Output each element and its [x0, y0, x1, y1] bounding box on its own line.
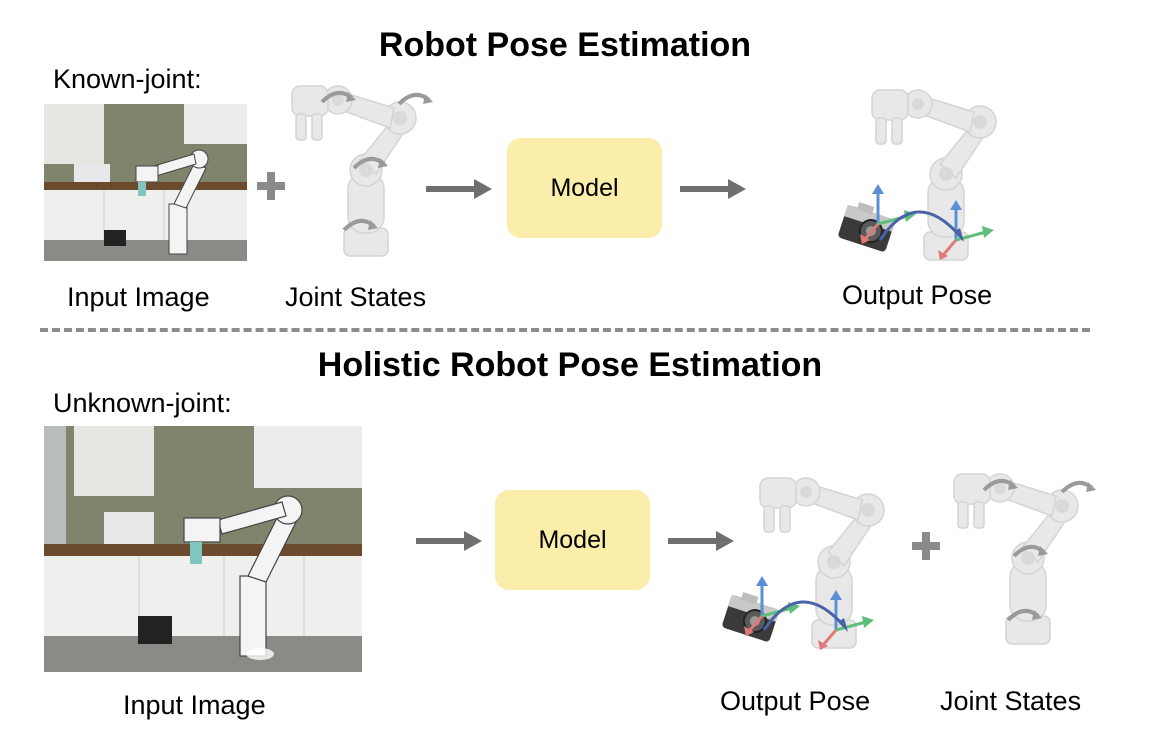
top-subtitle: Known-joint:	[53, 64, 202, 94]
top-rotation-arrow-icon	[350, 152, 390, 176]
top-model-box: Model	[507, 138, 662, 238]
bottom-arrow-icon	[668, 530, 734, 552]
bottom-plus-icon	[912, 532, 940, 560]
bottom-input-image	[44, 426, 362, 672]
top-plus-icon	[257, 172, 285, 200]
bottom-input-label: Input Image	[123, 690, 266, 720]
bottom-subtitle: Unknown-joint:	[53, 388, 232, 418]
top-rotation-arrow-icon	[395, 88, 435, 112]
section-divider	[40, 328, 1090, 332]
top-arrow-icon	[426, 178, 492, 200]
bottom-rotation-arrow-icon	[1004, 604, 1044, 628]
bottom-model-box: Model	[495, 490, 650, 590]
top-title: Robot Pose Estimation	[378, 26, 752, 64]
bottom-arrow-icon	[416, 530, 482, 552]
bottom-joints-label: Joint States	[940, 686, 1082, 716]
bottom-output-label: Output Pose	[720, 686, 871, 716]
top-joints-label: Joint States	[285, 282, 427, 312]
top-rotation-arrow-icon	[340, 214, 380, 238]
top-output-label: Output Pose	[842, 280, 993, 310]
top-rotation-arrow-icon	[318, 86, 358, 110]
bottom-title: Holistic Robot Pose Estimation	[317, 346, 823, 384]
bottom-rotation-arrow-icon	[1010, 540, 1050, 564]
bottom-rotation-arrow-icon	[1058, 476, 1098, 500]
bottom-rotation-arrow-icon	[980, 474, 1020, 498]
top-arrow-icon	[680, 178, 746, 200]
top-input-label: Input Image	[67, 282, 210, 312]
top-input-image	[44, 104, 247, 261]
bottom-transform-arc-icon	[760, 586, 850, 636]
top-transform-arc-icon	[876, 196, 966, 246]
